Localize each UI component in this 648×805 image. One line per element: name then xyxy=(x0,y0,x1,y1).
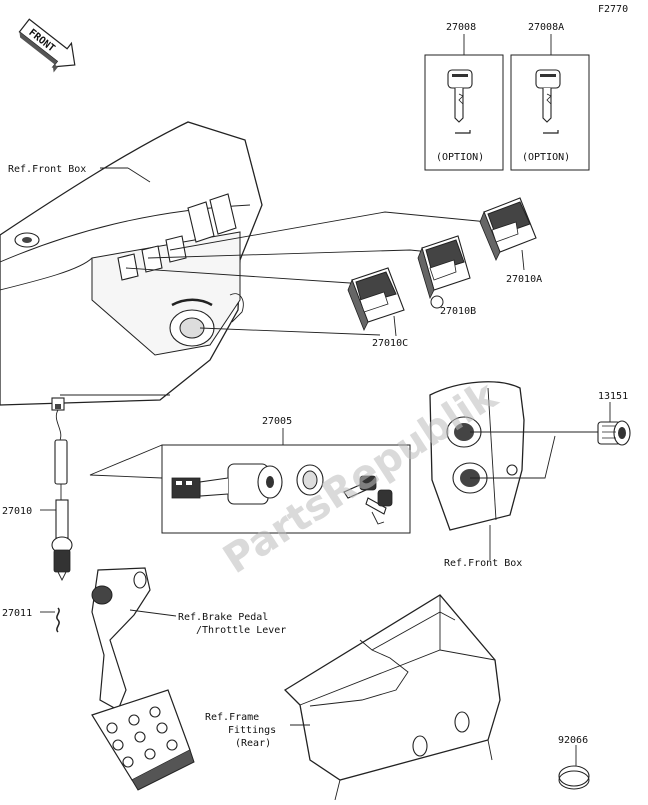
option-key-box-27008A: (OPTION) xyxy=(510,34,590,171)
key-icon xyxy=(535,69,561,123)
leader-line xyxy=(199,327,381,336)
ref-frame-line2: Fittings xyxy=(228,725,276,736)
brake-switch-27010 xyxy=(51,397,73,582)
key-icon xyxy=(447,69,473,123)
lock-nut xyxy=(296,464,324,496)
rocker-switch-27010C xyxy=(347,267,405,337)
ref-front-box-bottom: Ref.Front Box xyxy=(444,558,522,569)
plug-cap-92066 xyxy=(558,745,590,790)
ignition-switch-body xyxy=(171,463,283,505)
part-number-13151: 13151 xyxy=(598,391,628,402)
ignition-socket xyxy=(169,293,244,347)
ref-brake-pedal-line1: Ref.Brake Pedal xyxy=(178,612,268,623)
ref-brake-pedal-line2: /Throttle Lever xyxy=(196,625,286,636)
spring-27011 xyxy=(56,607,60,633)
ref-frame-line3: (Rear) xyxy=(235,738,271,749)
switch-slots xyxy=(117,193,237,281)
part-number-27010A: 27010A xyxy=(506,274,542,285)
pedal-grip-holes xyxy=(106,706,178,768)
leader-line xyxy=(169,211,489,251)
option-key-box-27008: (OPTION) xyxy=(424,34,504,171)
key-set-icon xyxy=(343,475,393,525)
part-number-27010B: 27010B xyxy=(440,306,476,317)
part-number-27010C: 27010C xyxy=(372,338,408,349)
part-number-27005: 27005 xyxy=(262,416,292,427)
part-number-27008: 27008 xyxy=(446,22,476,33)
option-label: (OPTION) xyxy=(436,152,484,163)
part-number-92066: 92066 xyxy=(558,735,588,746)
frame-fittings xyxy=(283,594,501,801)
power-socket-13151 xyxy=(597,402,631,446)
part-number-27010: 27010 xyxy=(2,506,32,517)
brake-pedal xyxy=(91,567,195,791)
ref-frame-line1: Ref.Frame xyxy=(205,712,259,723)
ignition-switch-kit-box xyxy=(89,444,411,534)
rocker-switch-27010B xyxy=(417,235,471,309)
front-arrow-icon: FRONT xyxy=(18,18,76,73)
part-number-27011: 27011 xyxy=(2,608,32,619)
part-number-27008A: 27008A xyxy=(528,22,564,33)
rocker-switch-27010A xyxy=(479,197,537,271)
front-box-panel xyxy=(0,121,263,406)
option-label: (OPTION) xyxy=(522,152,570,163)
figure-code: F2770 xyxy=(598,4,628,15)
ref-front-box-top: Ref.Front Box xyxy=(8,164,86,175)
